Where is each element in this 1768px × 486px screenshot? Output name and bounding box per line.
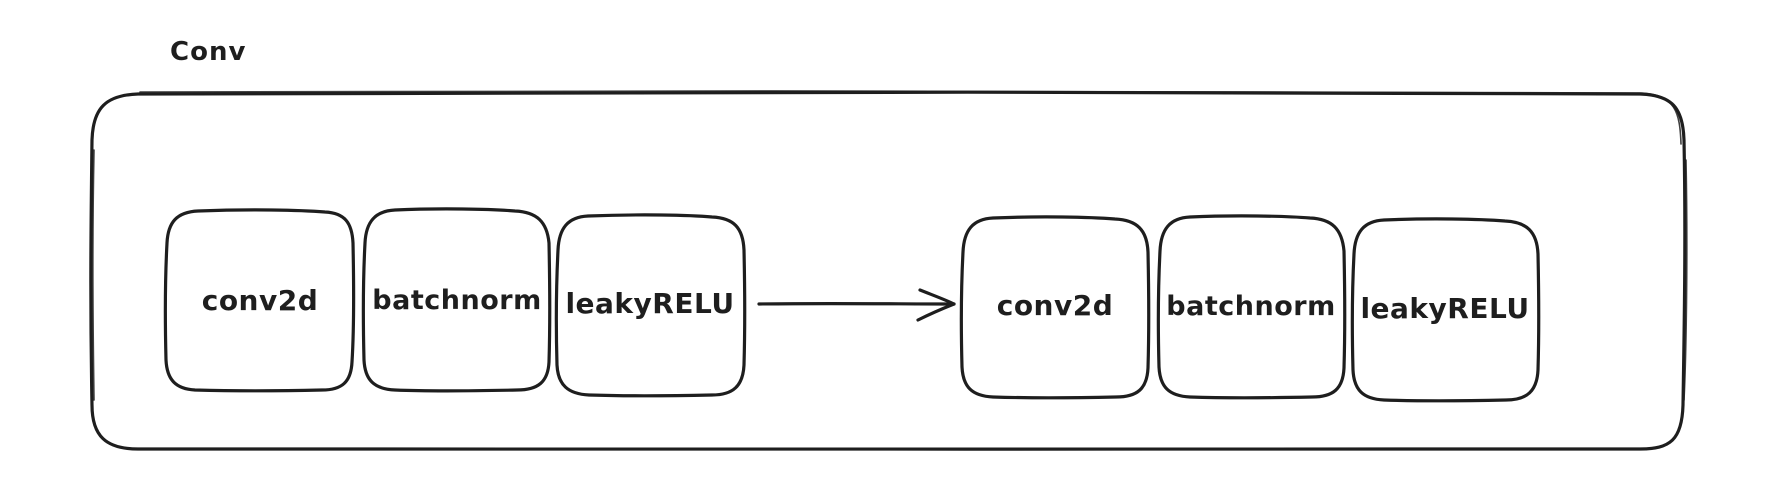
flow-arrow bbox=[757, 288, 956, 322]
block-conv2d-left[interactable]: conv2d bbox=[163, 208, 356, 393]
right-block-group: conv2d batchnorm leakyRELU bbox=[959, 214, 1541, 403]
block-leakyrelu-right[interactable]: leakyRELU bbox=[1350, 217, 1541, 403]
block-label: conv2d bbox=[202, 284, 319, 317]
block-label: batchnorm bbox=[1166, 291, 1335, 322]
block-batchnorm-left[interactable]: batchnorm bbox=[361, 207, 552, 393]
block-label: batchnorm bbox=[372, 285, 541, 316]
conv-container[interactable] bbox=[89, 90, 1688, 451]
block-label: leakyRELU bbox=[1360, 292, 1529, 325]
block-label: leakyRELU bbox=[565, 287, 734, 320]
container-title: Conv bbox=[170, 37, 246, 67]
block-leakyrelu-left[interactable]: leakyRELU bbox=[554, 213, 747, 398]
block-conv2d-right[interactable]: conv2d bbox=[959, 215, 1151, 400]
block-label: conv2d bbox=[997, 289, 1114, 322]
block-batchnorm-right[interactable]: batchnorm bbox=[1156, 214, 1347, 400]
left-block-group: conv2d batchnorm leakyRELU bbox=[163, 207, 747, 398]
